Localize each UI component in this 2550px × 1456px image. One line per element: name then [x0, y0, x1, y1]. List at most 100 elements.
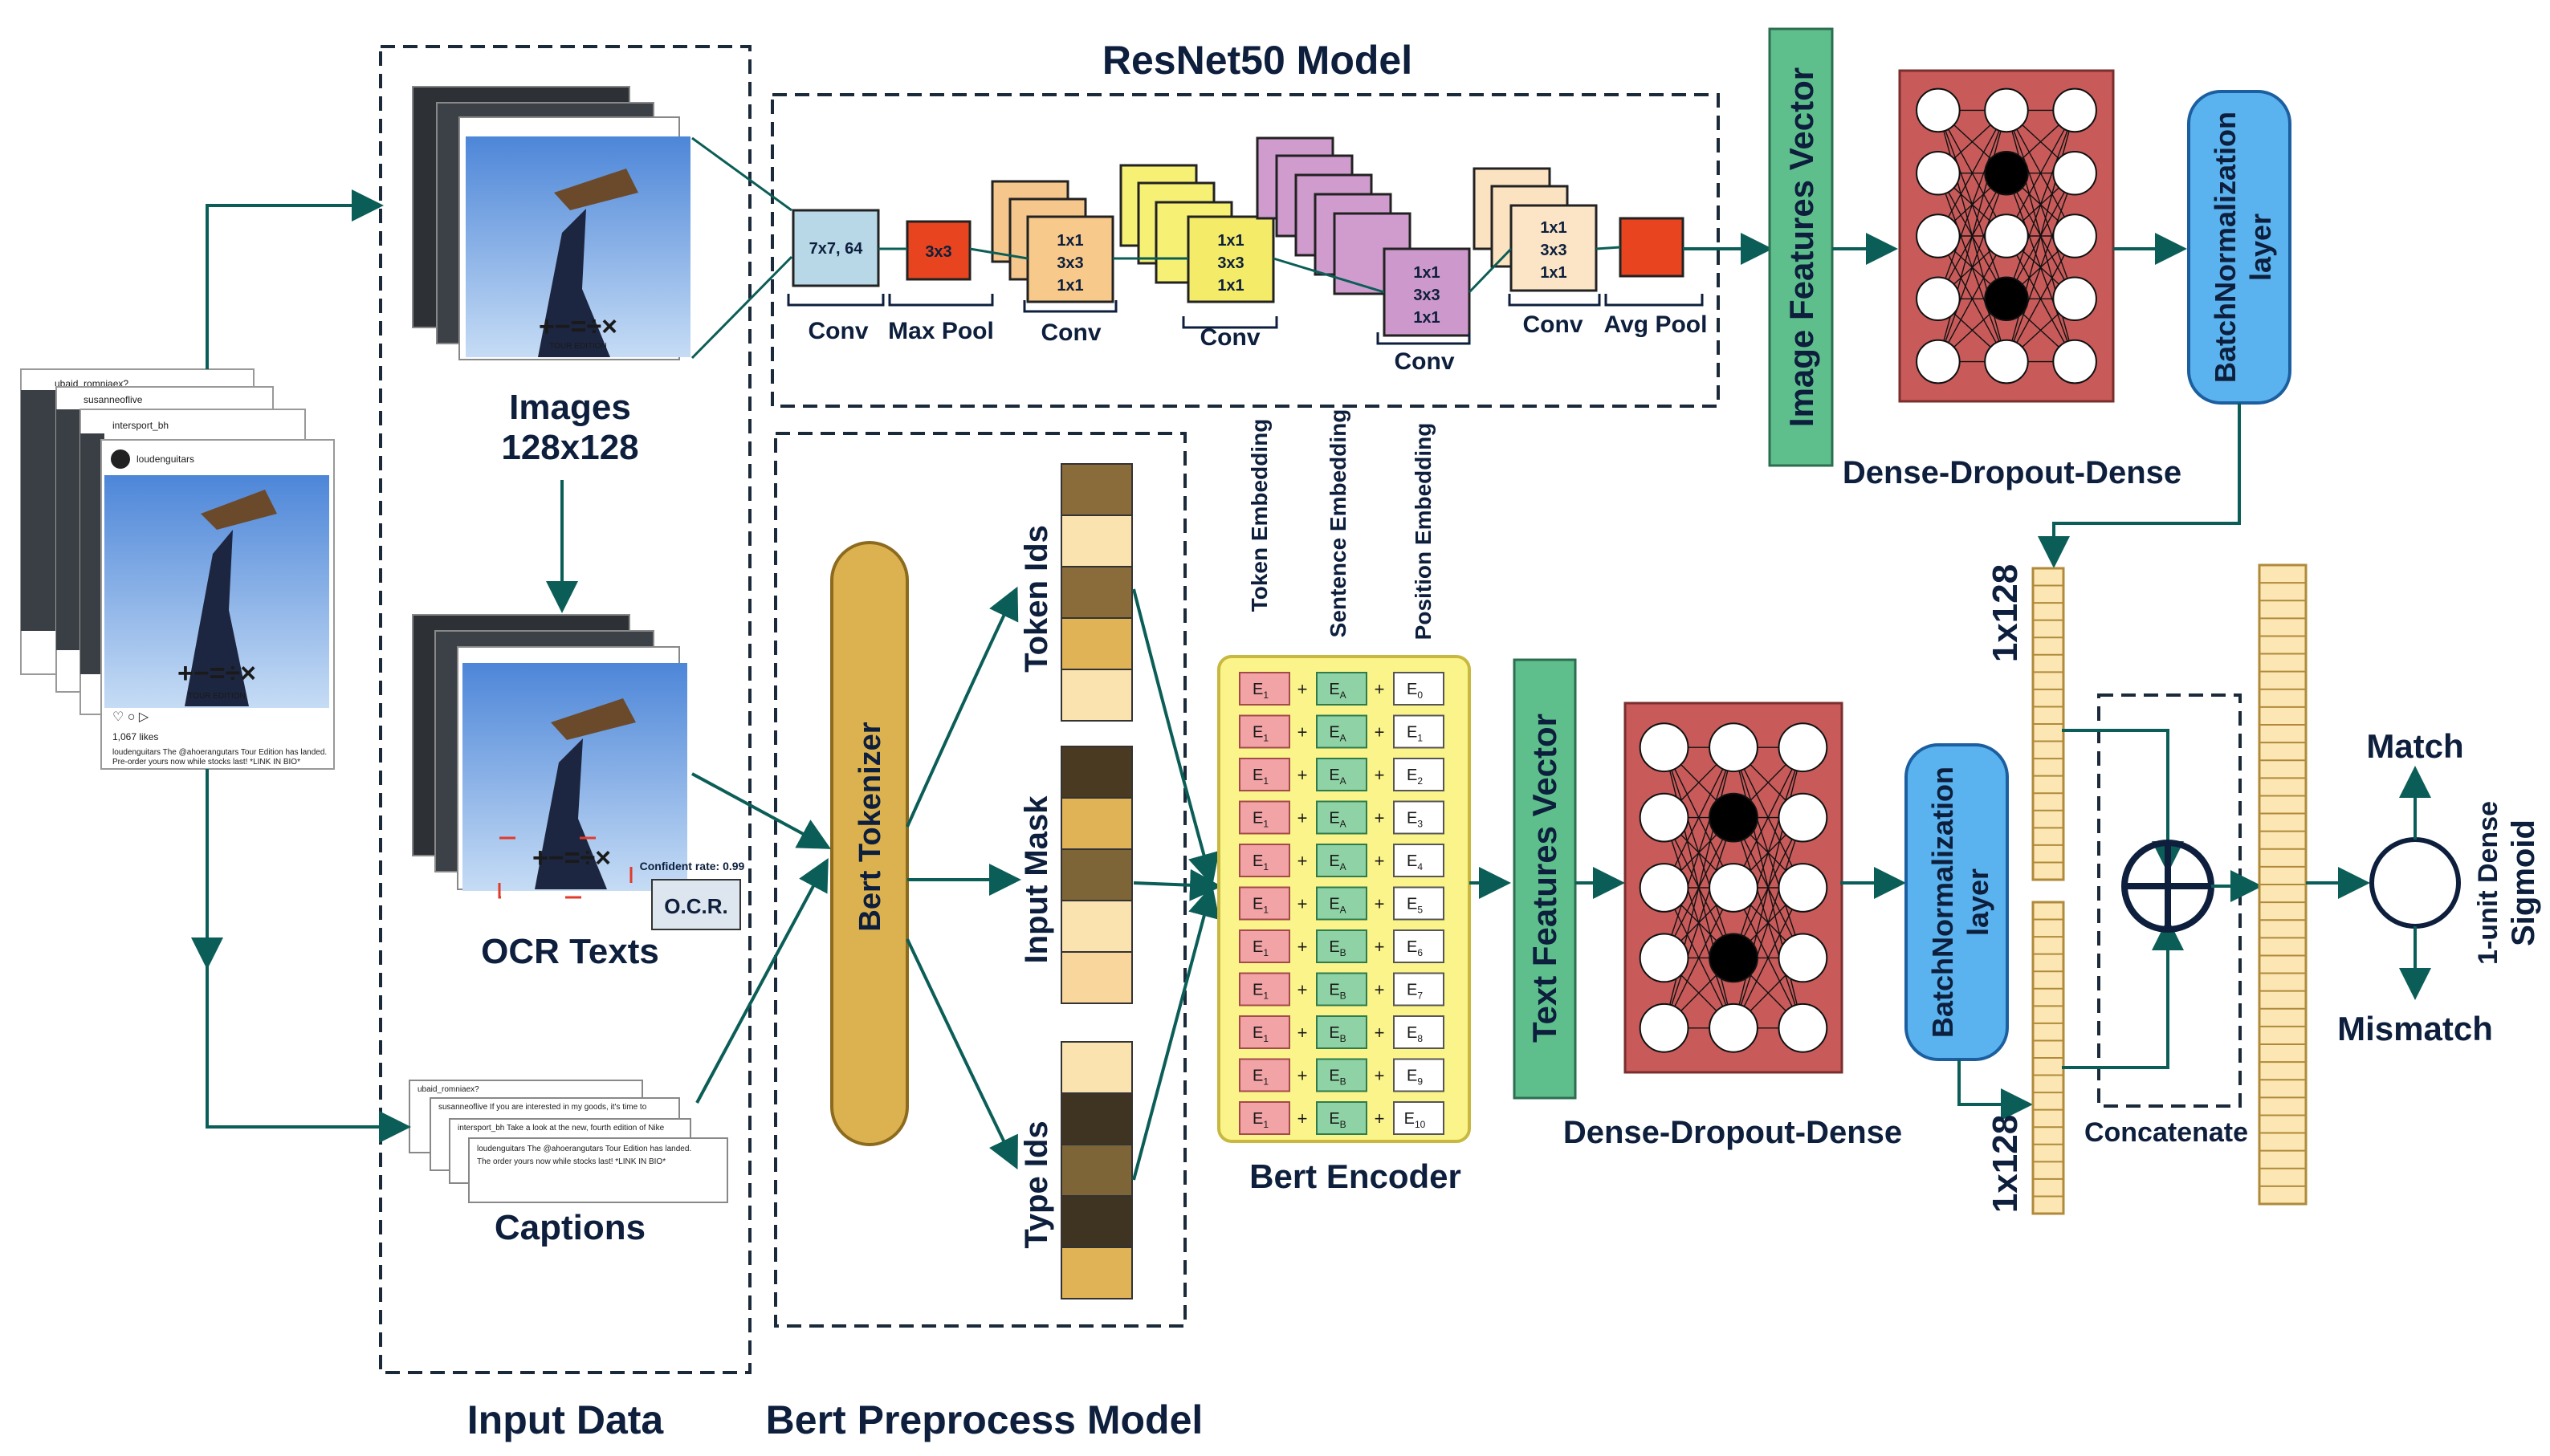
id-cell: [1061, 514, 1133, 567]
svg-text:loudenguitars The @ahoeranguta: loudenguitars The @ahoerangutars Tour Ed…: [112, 748, 327, 757]
embedding-cell: [1393, 1101, 1444, 1135]
svg-text:loudenguitars The @ahoeranguta: loudenguitars The @ahoerangutars Tour Ed…: [477, 1145, 691, 1153]
svg-text:loudenguitars: loudenguitars: [136, 453, 194, 465]
concatenate-symbol: [2121, 840, 2214, 933]
svg-text:+−=÷×: +−=÷×: [177, 658, 256, 689]
plus-sign: +: [1297, 765, 1308, 785]
bert-preprocess-group: [774, 432, 1187, 1328]
embedding-cell: [1316, 886, 1367, 921]
plus-sign: +: [1375, 722, 1385, 742]
id-cell: [1061, 1195, 1133, 1248]
svg-text:ubaid_romniaex?: ubaid_romniaex?: [418, 1085, 479, 1094]
id-cell: [1061, 746, 1133, 799]
plus-sign: +: [1375, 980, 1385, 1000]
type-ids-label: Type Ids: [1019, 1120, 1054, 1248]
neuron: [1916, 150, 1961, 196]
neuron: [1916, 214, 1961, 258]
input-data-group: [379, 45, 752, 1374]
plus-sign: +: [1297, 722, 1308, 742]
arrow-post-up: [206, 189, 384, 369]
embedding-cell: [1239, 929, 1290, 963]
embedding-cell: [1393, 1015, 1444, 1049]
embedding-cell: [1393, 886, 1444, 921]
embedding-cell: [1393, 714, 1444, 749]
captions-stack: ubaid_romniaex? susanneoflive If you are…: [409, 1080, 728, 1203]
embedding-cell: [1239, 886, 1290, 921]
embedding-cell: [1393, 929, 1444, 963]
plus-sign: +: [1375, 894, 1385, 914]
embedding-cell: [1239, 800, 1290, 835]
svg-text:TOUR EDITION: TOUR EDITION: [549, 342, 606, 351]
svg-text:3x3: 3x3: [1057, 254, 1083, 272]
svg-text:3x3: 3x3: [925, 243, 951, 261]
sentence-embedding-label: Sentence Embedding: [1326, 409, 1350, 638]
plus-sign: +: [1297, 894, 1308, 914]
neuron: [1984, 87, 2029, 133]
plus-sign: +: [1297, 851, 1308, 871]
neuron: [1984, 339, 2029, 384]
confident-rate: Confident rate: 0.99: [640, 860, 745, 872]
neuron: [1709, 792, 1758, 843]
resnet-funnel: [690, 136, 793, 360]
id-cell: [1061, 1041, 1133, 1094]
plus-sign: +: [1375, 765, 1385, 785]
svg-text:1x1: 1x1: [1540, 219, 1566, 237]
resnet-conv1: 7x7, 64: [792, 209, 880, 287]
neuron: [2052, 276, 2097, 322]
bert-preprocess-title: Bert Preprocess Model: [766, 1397, 1204, 1442]
svg-text:3x3: 3x3: [1217, 254, 1244, 272]
position-embedding-label: Position Embedding: [1411, 423, 1436, 641]
batchnorm-bottom: BatchNormalization layer: [1904, 743, 2009, 1061]
neuron: [1778, 792, 1828, 843]
id-cell: [1061, 617, 1133, 670]
embedding-cell: [1316, 1101, 1367, 1135]
dense-output-label-1: 1-unit Dense: [2473, 801, 2503, 965]
embedding-cell: [1239, 1015, 1290, 1049]
resnet-chain: [878, 246, 1621, 294]
resnet-stage-3: 1x1 3x3 1x1: [1256, 136, 1471, 337]
svg-text:7x7, 64: 7x7, 64: [809, 240, 864, 258]
embedding-cell: [1393, 672, 1444, 706]
svg-text:♡ ○ ▷: ♡ ○ ▷: [112, 710, 149, 724]
neuron: [1778, 1003, 1828, 1053]
neuron: [1709, 933, 1758, 983]
svg-text:3x3: 3x3: [1413, 287, 1440, 304]
type-ids-column: [1061, 1041, 1133, 1299]
plus-sign: +: [1297, 1023, 1308, 1043]
resnet-stage2-label: Conv: [1200, 324, 1261, 351]
embedding-cell: [1393, 1058, 1444, 1092]
svg-text:1,067 likes: 1,067 likes: [112, 731, 158, 742]
svg-text:intersport_bh: intersport_bh: [112, 420, 169, 431]
token-embedding-label: Token Embedding: [1247, 419, 1272, 612]
dense-dropout-dense-bottom: [1623, 702, 1843, 1074]
resnet-stage1-label: Conv: [1041, 319, 1102, 346]
arrow-bn-vector-top: [2038, 403, 2241, 568]
arrow-vec-bottom-concat: [2062, 918, 2184, 1069]
svg-text:TOUR EDITION: TOUR EDITION: [188, 692, 245, 701]
embedding-cell: [1316, 758, 1367, 791]
neuron: [1639, 933, 1689, 983]
id-cell: [1061, 848, 1133, 901]
ocr-texts-label: OCR Texts: [481, 932, 659, 971]
input-mask-label: Input Mask: [1019, 795, 1054, 964]
neuron: [1639, 722, 1689, 773]
mismatch-label: Mismatch: [2337, 1010, 2493, 1047]
arrow-tok-typeids: [906, 938, 1018, 1170]
resnet-brackets: [787, 294, 1704, 345]
images-stack: +−=÷× TOUR EDITION: [412, 86, 690, 360]
vector-top-size: 1x128: [1986, 564, 2025, 662]
neuron: [1984, 214, 2029, 258]
embedding-cell: [1239, 1058, 1290, 1092]
neuron: [1916, 276, 1961, 322]
neuron: [1778, 863, 1828, 913]
svg-text:BatchNormalization: BatchNormalization: [2209, 112, 2242, 383]
ocr-stack: +−=÷×: [412, 614, 687, 899]
embedding-cell: [1239, 844, 1290, 877]
embedding-cell: [1239, 672, 1290, 706]
neuron: [1639, 1003, 1689, 1053]
neuron: [2052, 214, 2097, 258]
batchnorm-top: BatchNormalization layer: [2187, 90, 2291, 405]
images-label: Images: [509, 388, 631, 427]
neuron: [1639, 863, 1689, 913]
